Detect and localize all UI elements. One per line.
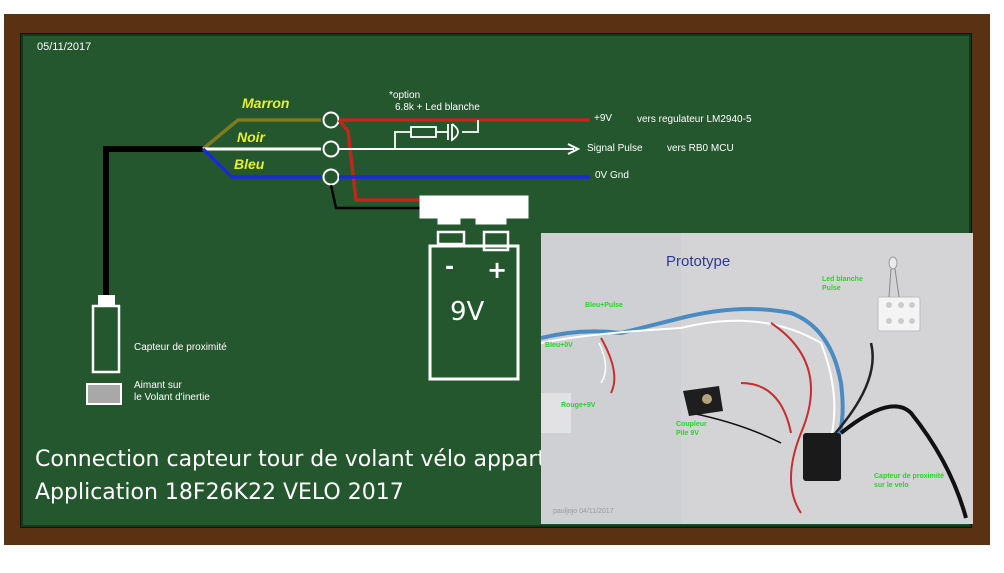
bleu-wire (201, 147, 321, 179)
led-icon (447, 123, 459, 142)
battery-minus: - (445, 255, 455, 280)
label-signal: Signal Pulse (587, 143, 643, 154)
label-marron: Marron (242, 95, 290, 111)
photo-label-signal: Bleu+Pulse (585, 302, 623, 309)
marron-wire (201, 118, 321, 151)
label-plus9v-dest: vers regulateur LM2940-5 (637, 114, 752, 125)
title-line-1: Connection capteur tour de volant vélo a… (35, 447, 547, 472)
magnet-label-1: Aimant sur (134, 380, 182, 391)
option-branch (394, 131, 411, 149)
photo-credit: pauljojo 04/11/2017 (553, 508, 614, 515)
sensor-head (98, 295, 115, 305)
battery-plus: + (487, 256, 508, 284)
resistor-icon (410, 126, 437, 138)
photo-label-battery-1: Coupleur (676, 421, 707, 428)
terminal-bleu (322, 168, 340, 186)
photo-label-led-2: Pulse (822, 285, 841, 292)
photo-label-led-1: Led blanche (822, 276, 863, 283)
label-gnd: 0V Gnd (595, 170, 629, 181)
label-noir: Noir (237, 129, 265, 145)
battery-terminal-neg (436, 230, 466, 246)
magnet (86, 383, 122, 405)
battery-clip (419, 195, 529, 225)
sensor-cable (103, 146, 203, 295)
magnet-label-2: le Volant d'inertie (134, 392, 210, 403)
label-signal-dest: vers RB0 MCU (667, 143, 734, 154)
photo-label-red: Rouge+9V (561, 402, 596, 409)
terminal-marron (322, 111, 340, 129)
sensor-label: Capteur de proximité (134, 342, 227, 353)
date-label: 05/11/2017 (37, 41, 92, 53)
battery-body (428, 244, 520, 381)
signal-arrow (567, 143, 581, 155)
battery-terminal-pos (482, 230, 510, 252)
battery-voltage: 9V (450, 297, 485, 327)
battery-black-wire (329, 184, 420, 210)
label-plus9v: +9V (594, 113, 613, 124)
photo-label-sensor-2: sur le velo (874, 482, 909, 489)
prototype-illustration (541, 233, 973, 524)
prototype-heading: Prototype (666, 253, 731, 270)
photo-label-battery-2: Pile 9V (676, 430, 699, 437)
title-line-2: Application 18F26K22 VELO 2017 (35, 480, 404, 505)
label-bleu: Bleu (234, 156, 265, 172)
sensor-body (91, 304, 121, 374)
prototype-photo: Prototype Bleu+Pulse Bleu+0V Rouge+9V Co… (541, 233, 973, 524)
terminal-noir (322, 140, 340, 158)
photo-label-sensor-1: Capteur de proximité (874, 473, 945, 480)
option-detail: 6.8k + Led blanche (395, 102, 480, 113)
option-label: *option (389, 90, 421, 101)
photo-label-blue: Bleu+0V (545, 342, 573, 349)
